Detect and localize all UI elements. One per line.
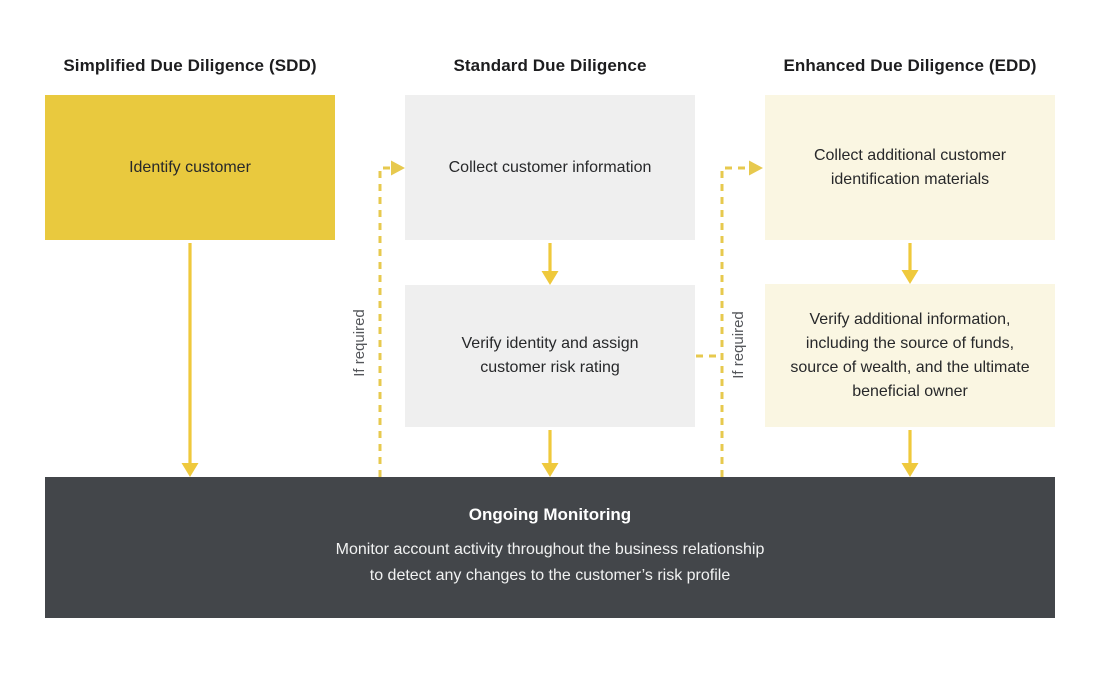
ongoing-monitoring-body-line2: to detect any changes to the customer’s … (369, 567, 731, 584)
box-verify-additional-information-label: Verify additional information, including… (790, 310, 1030, 400)
arrow-collect-to-verify (541, 243, 559, 285)
ongoing-monitoring-body: Monitor account activity throughout the … (45, 537, 1055, 589)
ongoing-monitoring-body-line1: Monitor account activity throughout the … (335, 541, 765, 558)
arrow-verify-to-monitoring (541, 430, 559, 477)
arrow-verify-additional-to-monitoring (901, 430, 919, 477)
column-header-edd: Enhanced Due Diligence (EDD) (783, 56, 1037, 75)
arrow-collect-additional-to-verify-additional (901, 243, 919, 284)
column-header-standard: Standard Due Diligence (453, 56, 647, 75)
box-verify-identity: Verify identity and assign customer risk… (405, 285, 695, 427)
ongoing-monitoring-panel: Ongoing Monitoring Monitor account activ… (45, 477, 1055, 618)
box-identify-customer: Identify customer (45, 95, 335, 240)
box-collect-additional-materials-label: Collect additional customer identificati… (813, 146, 1007, 188)
box-verify-additional-information: Verify additional information, including… (765, 284, 1055, 427)
arrow-sdd-to-monitoring (181, 243, 199, 477)
column-header-sdd: Simplified Due Diligence (SDD) (63, 56, 317, 75)
if-required-label-standard: If required (351, 309, 368, 377)
if-required-label-enhanced: If required (730, 311, 747, 379)
box-collect-customer-information: Collect customer information (405, 95, 695, 240)
dashed-connector-to-standard (378, 160, 405, 477)
box-collect-customer-information-label: Collect customer information (448, 158, 652, 176)
box-collect-additional-materials: Collect additional customer identificati… (765, 95, 1055, 240)
ongoing-monitoring-title: Ongoing Monitoring (468, 505, 632, 524)
box-verify-identity-label: Verify identity and assign customer risk… (461, 335, 639, 376)
box-identify-customer-label: Identify customer (129, 158, 251, 176)
